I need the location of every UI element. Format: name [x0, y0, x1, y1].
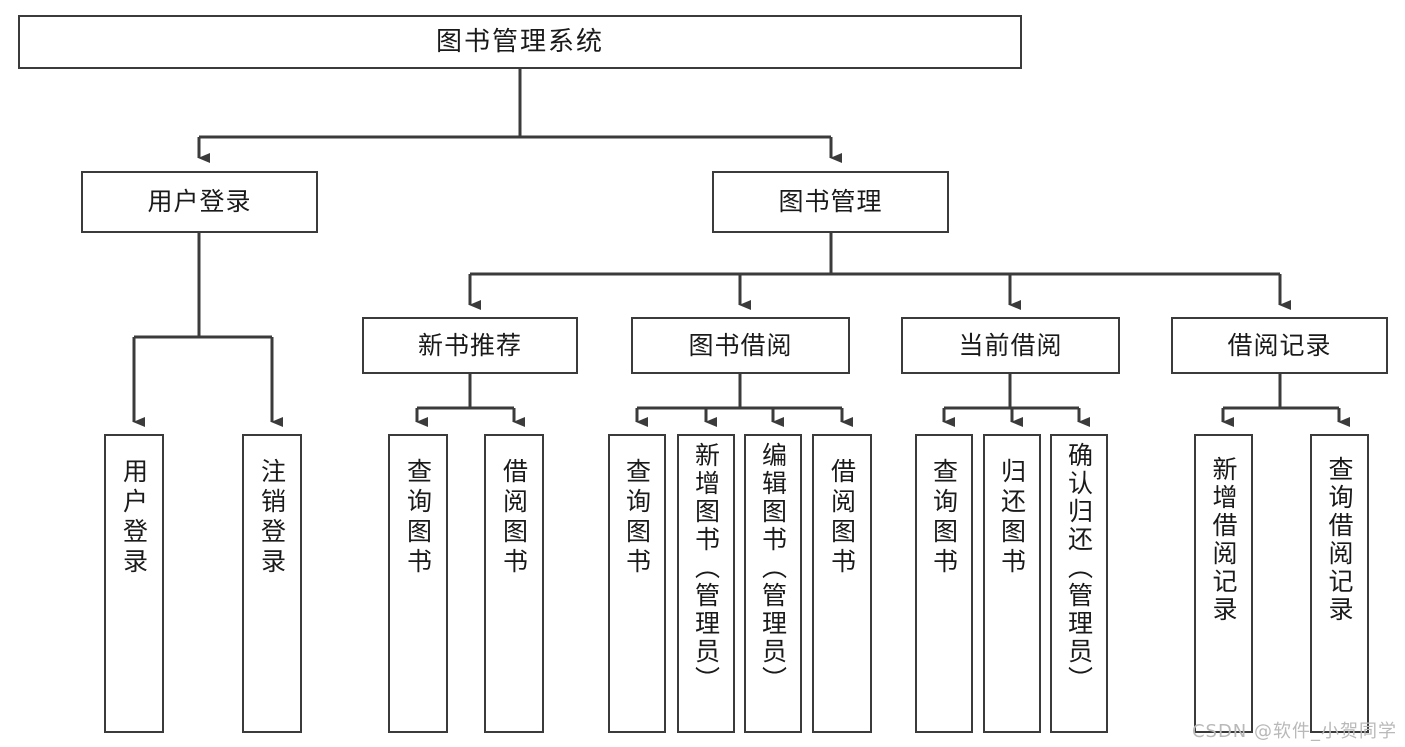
leaf-edit-book-label: 编辑图书（管理员） [758, 442, 788, 694]
leaf-logout-label: 注销登录 [257, 458, 287, 578]
leaf-query-book-2[interactable]: 查询图书 [608, 434, 666, 733]
leaf-user-login-label: 用户登录 [119, 458, 149, 578]
leaf-add-book[interactable]: 新增图书（管理员） [677, 434, 735, 733]
leaf-query-book-2-label: 查询图书 [622, 458, 652, 578]
leaf-edit-book[interactable]: 编辑图书（管理员） [744, 434, 802, 733]
node-borrow-record[interactable]: 借阅记录 [1171, 317, 1388, 374]
leaf-return-book-label: 归还图书 [997, 458, 1027, 578]
leaf-add-record-label: 新增借阅记录 [1209, 456, 1238, 624]
leaf-confirm-return[interactable]: 确认归还（管理员） [1050, 434, 1108, 733]
node-new-book-recommend-label: 新书推荐 [417, 330, 522, 360]
node-current-borrow[interactable]: 当前借阅 [901, 317, 1120, 374]
leaf-query-book-3-label: 查询图书 [929, 458, 959, 578]
node-borrow-record-label: 借阅记录 [1227, 330, 1332, 360]
leaf-query-book-1[interactable]: 查询图书 [388, 434, 448, 733]
leaf-logout[interactable]: 注销登录 [242, 434, 302, 733]
node-root-label: 图书管理系统 [435, 26, 604, 57]
leaf-add-book-label: 新增图书（管理员） [691, 442, 721, 694]
leaf-return-book[interactable]: 归还图书 [983, 434, 1041, 733]
leaf-borrow-book-1[interactable]: 借阅图书 [484, 434, 544, 733]
node-book-borrow[interactable]: 图书借阅 [631, 317, 850, 374]
leaf-query-record[interactable]: 查询借阅记录 [1310, 434, 1369, 733]
leaf-borrow-book-2[interactable]: 借阅图书 [812, 434, 872, 733]
leaf-borrow-book-2-label: 借阅图书 [827, 458, 857, 578]
node-current-borrow-label: 当前借阅 [958, 330, 1063, 360]
node-book-manage-label: 图书管理 [778, 187, 883, 217]
node-book-manage[interactable]: 图书管理 [712, 171, 949, 233]
leaf-query-record-label: 查询借阅记录 [1325, 456, 1354, 624]
leaf-confirm-return-label: 确认归还（管理员） [1064, 442, 1094, 694]
leaf-query-book-3[interactable]: 查询图书 [915, 434, 973, 733]
node-user-login-label: 用户登录 [147, 187, 252, 217]
leaf-query-book-1-label: 查询图书 [403, 458, 433, 578]
node-book-borrow-label: 图书借阅 [688, 330, 793, 360]
node-user-login[interactable]: 用户登录 [81, 171, 318, 233]
leaf-add-record[interactable]: 新增借阅记录 [1194, 434, 1253, 733]
csdn-watermark: CSDN @软件_小贺同学 [1191, 721, 1397, 742]
leaf-user-login[interactable]: 用户登录 [104, 434, 164, 733]
node-root[interactable]: 图书管理系统 [18, 15, 1022, 69]
leaf-borrow-book-1-label: 借阅图书 [499, 458, 529, 578]
node-new-book-recommend[interactable]: 新书推荐 [362, 317, 578, 374]
